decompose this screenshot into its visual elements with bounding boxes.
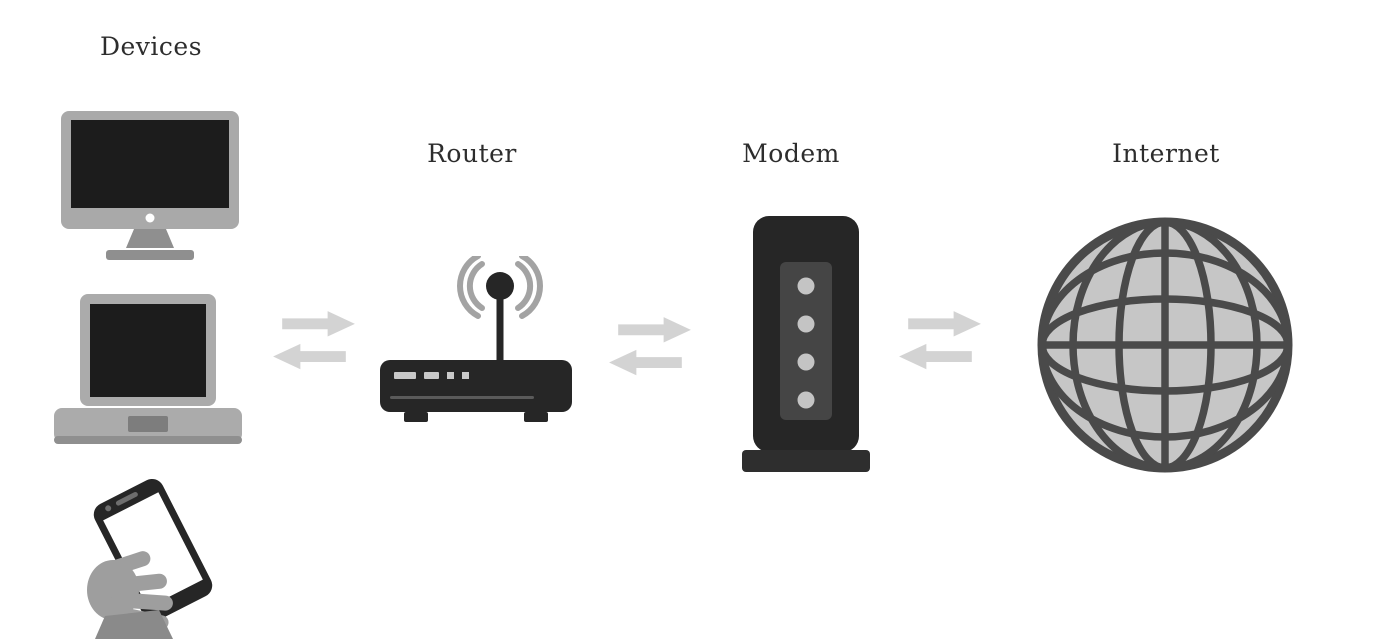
internet-globe-icon xyxy=(1028,208,1302,482)
desktop-monitor-icon xyxy=(58,108,242,266)
modem-leds xyxy=(797,277,815,409)
wifi-waves xyxy=(457,256,543,319)
modem-label: Modem xyxy=(742,139,840,168)
globe-grid xyxy=(1038,218,1292,472)
arrows-router-modem-icon xyxy=(600,312,700,384)
internet-label: Internet xyxy=(1112,139,1220,168)
devices-label: Devices xyxy=(99,32,203,61)
arrows-modem-internet-icon xyxy=(890,306,990,378)
router-indicators xyxy=(394,372,469,379)
wrist xyxy=(95,610,173,639)
laptop-icon xyxy=(52,292,244,460)
smartphone-in-hand-icon xyxy=(75,470,235,639)
phone xyxy=(93,478,213,622)
modem-icon xyxy=(740,214,872,476)
router-label: Router xyxy=(427,139,517,168)
router-icon xyxy=(378,256,574,428)
arrows-devices-router-icon xyxy=(264,306,364,378)
